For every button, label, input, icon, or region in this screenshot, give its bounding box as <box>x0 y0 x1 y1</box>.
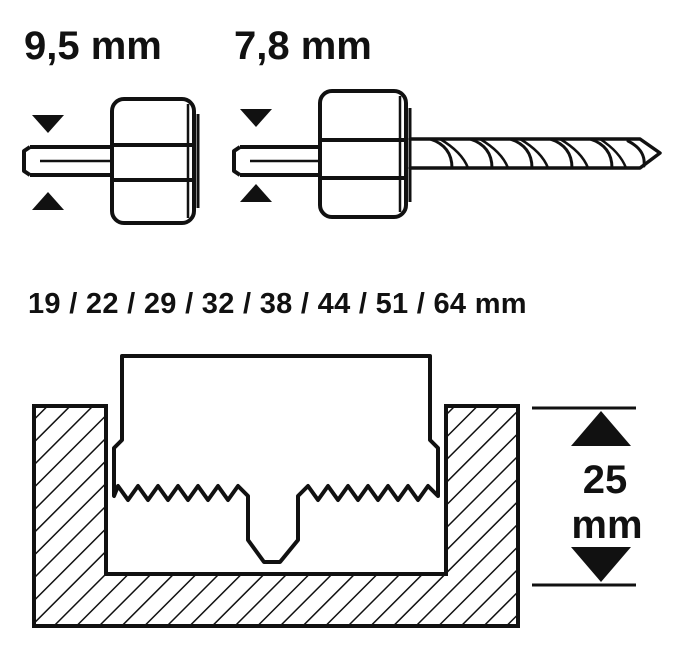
arrow-down-icon <box>32 115 64 133</box>
arbor-small-collar <box>110 97 196 225</box>
arbor-large-shank <box>232 145 320 177</box>
arbor-large-collar <box>318 89 408 219</box>
arrow-up-icon <box>571 411 631 446</box>
diameter-sizes-label: 19 / 22 / 29 / 32 / 38 / 44 / 51 / 64 mm <box>28 288 527 320</box>
workpiece-material <box>32 404 520 628</box>
hole-saw-body <box>112 354 440 564</box>
arrow-down-icon <box>571 547 631 582</box>
arrow-up-icon <box>240 184 272 202</box>
depth-dimension <box>532 406 636 587</box>
drill-bit-flutes <box>428 137 646 170</box>
arrow-down-icon <box>240 109 272 127</box>
shank-size-large-label: 7,8 mm <box>234 24 372 68</box>
depth-value-label: 25 <box>582 458 628 502</box>
shank-size-small-label: 9,5 mm <box>24 24 162 68</box>
hole-saw <box>112 354 440 564</box>
drill-bit-flutes-inner <box>438 137 628 170</box>
arbor-large <box>232 89 412 219</box>
arrow-up-icon <box>32 192 64 210</box>
drill-bit-outline <box>408 137 662 170</box>
depth-unit-label: mm <box>571 503 643 547</box>
arbor-small <box>22 97 200 225</box>
arbor-small-shank <box>22 145 112 177</box>
drill-bit <box>408 137 662 170</box>
